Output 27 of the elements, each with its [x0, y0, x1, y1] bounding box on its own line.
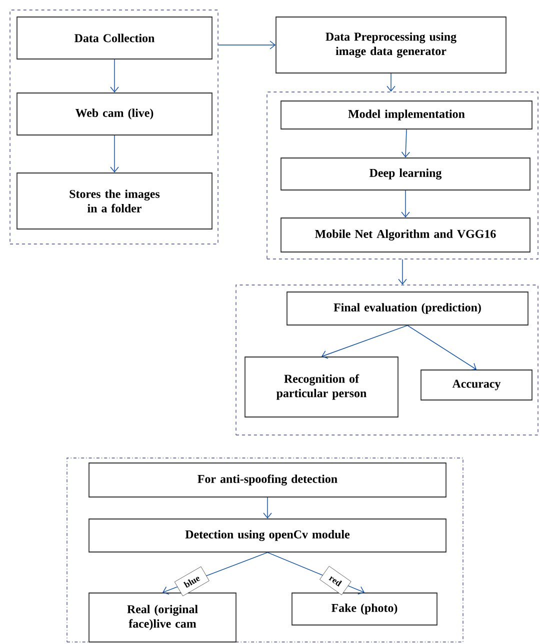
- process-box: Recognition of particular person: [244, 356, 398, 418]
- process-box: Stores the images in a folder: [16, 172, 212, 230]
- group-frame: [10, 10, 218, 244]
- process-box: Detection using openCv module: [88, 518, 446, 552]
- edge-label: red: [320, 566, 352, 596]
- arrow: [407, 325, 476, 370]
- process-box: Data Collection: [16, 16, 212, 60]
- arrow: [398, 259, 407, 285]
- arrow: [401, 190, 410, 218]
- process-box: Model implementation: [280, 100, 532, 130]
- arrow: [110, 135, 119, 173]
- edge-label: blue: [174, 566, 210, 596]
- group-frame: [266, 92, 538, 260]
- process-box: Deep learning: [280, 158, 530, 190]
- process-box: Web cam (live): [16, 92, 212, 136]
- process-box: Accuracy: [420, 370, 532, 400]
- process-box: Final evaluation (prediction): [286, 292, 528, 326]
- arrow: [322, 325, 408, 359]
- process-box: Mobile Net Algorithm and VGG16: [280, 218, 530, 252]
- arrow: [386, 73, 396, 92]
- process-box: Data Preprocessing using image data generator: [276, 16, 506, 74]
- arrow: [263, 497, 272, 519]
- process-box: For anti-spoofing detection: [88, 462, 446, 498]
- arrow: [401, 129, 410, 158]
- group-frame: [236, 284, 538, 436]
- arrow: [110, 59, 119, 93]
- arrow: [218, 40, 276, 50]
